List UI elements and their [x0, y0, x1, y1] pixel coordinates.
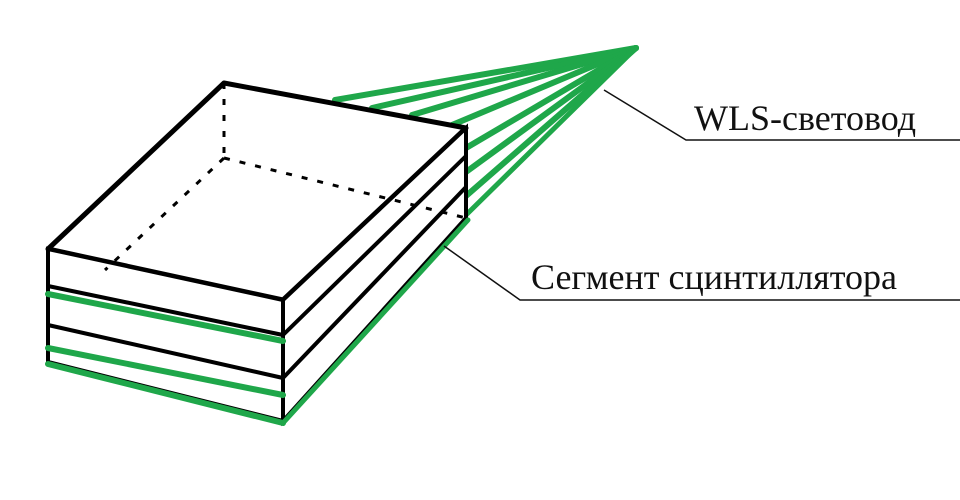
wls-fiber: [463, 45, 639, 218]
right-bottom-fiber: [280, 217, 471, 426]
scintillator-segment-label: Сегмент сцинтиллятора: [531, 257, 897, 297]
layer-fiber: [45, 291, 286, 344]
hidden-edges: [103, 83, 467, 272]
wls-fiber: [409, 45, 639, 118]
scint-leader-line: [443, 245, 960, 301]
layer-fiber: [45, 345, 286, 398]
front-layer-fibers: [45, 291, 286, 426]
wls-fiber-bundle: [332, 45, 639, 218]
wls-fiber: [449, 45, 639, 128]
wls-fiber: [369, 45, 639, 111]
wls-fiber: [463, 45, 639, 175]
wls-fiber-label: WLS-световод: [694, 98, 917, 138]
fiber-leader-line: [603, 89, 960, 141]
scintillator-box: [45, 80, 471, 427]
front-layer-lines: [47, 284, 284, 380]
layer-fiber: [45, 361, 286, 426]
leader-lines: [443, 89, 960, 301]
wls-fiber: [463, 45, 639, 151]
right-layer-lines: [281, 154, 468, 380]
